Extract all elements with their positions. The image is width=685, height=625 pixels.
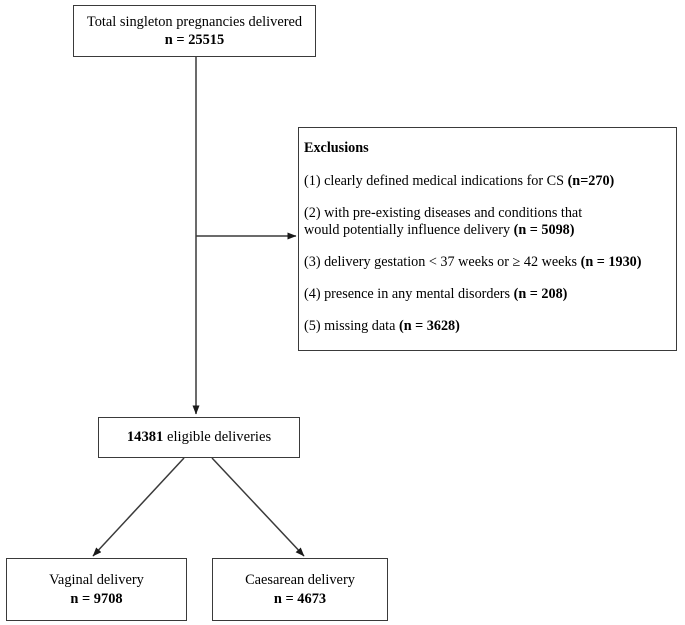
exclusion-item-4: (4) presence in any mental disorders (n …: [304, 286, 676, 303]
node-eligible-line: 14381 eligible deliveries: [127, 428, 271, 447]
node-caesarean-count: n = 4673: [273, 590, 327, 607]
exclusion-item-4-count: (n = 208): [513, 286, 568, 303]
exclusion-item-5-count: (n = 3628): [398, 318, 460, 335]
node-total-singleton-pregnancies: Total singleton pregnancies delivered n …: [73, 5, 316, 57]
exclusion-item-4-text: (4) presence in any mental disorders: [304, 286, 514, 303]
node-total-count: n = 25515: [164, 32, 225, 48]
exclusion-item-5-text: (5) missing data: [304, 318, 399, 335]
exclusion-item-3-text: (3) delivery gestation < 37 weeks or ≥ 4…: [304, 254, 581, 271]
node-exclusions: Exclusions (1) clearly defined medical i…: [298, 127, 677, 351]
exclusion-item-1: (1) clearly defined medical indications …: [304, 173, 676, 190]
exclusion-item-3: (3) delivery gestation < 37 weeks or ≥ 4…: [304, 254, 676, 271]
connector-eligible-to-caesarean: [211, 457, 305, 557]
exclusion-item-2: (2) with pre-existing diseases and condi…: [304, 205, 676, 239]
exclusion-item-5: (5) missing data (n = 3628): [304, 318, 676, 335]
node-caesarean-delivery: Caesarean delivery n = 4673: [212, 558, 388, 621]
node-eligible-count: 14381: [126, 429, 164, 446]
node-eligible-deliveries: 14381 eligible deliveries: [98, 417, 300, 458]
exclusions-title: Exclusions: [304, 140, 369, 156]
node-total-label: Total singleton pregnancies delivered: [86, 13, 303, 30]
exclusion-item-2-text-line2: would potentially influence delivery: [304, 222, 514, 239]
node-caesarean-label: Caesarean delivery: [245, 572, 355, 589]
exclusion-item-2-text: (2) with pre-existing diseases and condi…: [304, 205, 583, 222]
node-eligible-label: eligible deliveries: [163, 429, 272, 446]
exclusion-item-3-count: (n = 1930): [580, 254, 642, 271]
exclusion-item-1-text: (1) clearly defined medical indications …: [304, 173, 568, 190]
node-vaginal-label: Vaginal delivery: [49, 572, 144, 589]
node-vaginal-count: n = 9708: [70, 590, 123, 607]
exclusion-item-2-count: (n = 5098): [513, 222, 575, 239]
node-vaginal-delivery: Vaginal delivery n = 9708: [6, 558, 187, 621]
exclusion-item-1-count: (n=270): [567, 173, 615, 190]
connector-eligible-to-vaginal: [92, 457, 185, 557]
